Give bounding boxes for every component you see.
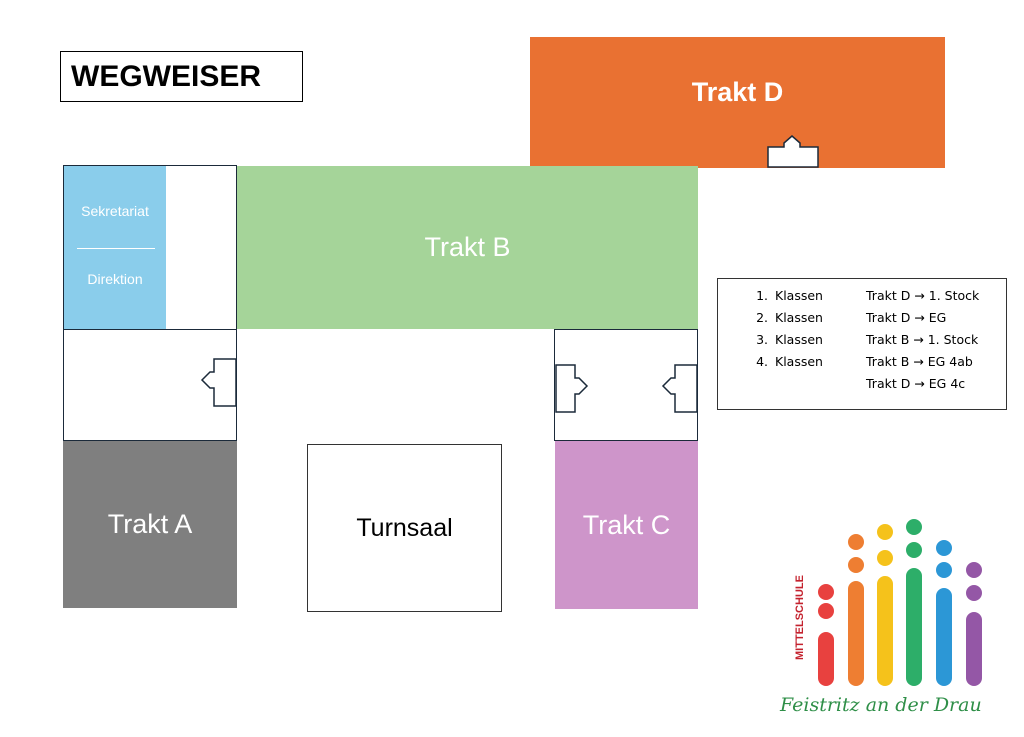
logo-dot — [936, 540, 952, 556]
sekretariat-label: Sekretariat — [81, 203, 149, 219]
legend-number: 2. — [756, 310, 768, 325]
trakt-c-block: Trakt C — [555, 441, 698, 609]
entrance-arrow-left-icon — [661, 364, 698, 413]
legend-row: 3. Klassen Trakt B → 1. Stock — [718, 329, 1006, 351]
legend-number: 1. — [756, 288, 768, 303]
legend-row: 1. Klassen Trakt D → 1. Stock — [718, 285, 1006, 307]
logo-bar — [848, 581, 864, 686]
turnsaal-block: Turnsaal — [307, 444, 502, 612]
direktion-label: Direktion — [87, 271, 143, 287]
admin-block: Sekretariat Direktion — [63, 165, 237, 330]
trakt-b-block: Trakt B — [237, 166, 698, 329]
legend-row: 4. Klassen Trakt B → EG 4ab — [718, 351, 1006, 373]
trakt-a-label: Trakt A — [107, 509, 193, 539]
logo-dot — [966, 585, 982, 601]
legend-destination: Trakt D → EG — [866, 310, 947, 325]
logo-dot — [848, 534, 864, 550]
legend-row: 2. Klassen Trakt D → EG — [718, 307, 1006, 329]
legend-label: Klassen — [775, 288, 823, 303]
logo-script-text: Feistritz an der Drau — [780, 694, 982, 716]
logo-dot — [877, 550, 893, 566]
logo-bar — [877, 576, 893, 686]
corridor-c — [554, 329, 698, 441]
trakt-c-label: Trakt C — [582, 509, 671, 540]
legend-number: 3. — [756, 332, 768, 347]
logo-bars-icon — [818, 519, 982, 686]
legend-destination: Trakt B → 1. Stock — [866, 332, 979, 347]
logo-bar — [906, 568, 922, 686]
entrance-arrow-left-icon — [200, 358, 237, 407]
page-title: WEGWEISER — [60, 51, 303, 102]
legend-row: Trakt D → EG 4c — [718, 373, 1006, 395]
entrance-arrow-up-icon — [767, 135, 819, 168]
logo-dot — [906, 519, 922, 535]
logo-dot — [818, 603, 834, 619]
turnsaal-label: Turnsaal — [356, 513, 453, 542]
logo-dot — [936, 562, 952, 578]
logo-bar — [936, 588, 952, 686]
logo-dot — [818, 584, 834, 600]
legend-label: Klassen — [775, 310, 823, 325]
legend-label: Klassen — [775, 354, 823, 369]
school-logo: MITTELSCHULE Feistritz an der Drau — [780, 518, 1000, 728]
legend-destination: Trakt B → EG 4ab — [866, 354, 973, 369]
sekretariat-direktion-area: Sekretariat Direktion — [64, 166, 166, 329]
legend-number: 4. — [756, 354, 768, 369]
logo-dot — [906, 542, 922, 558]
legend-label: Klassen — [775, 332, 823, 347]
admin-divider — [77, 248, 155, 249]
logo-dot — [966, 562, 982, 578]
trakt-b-label: Trakt B — [424, 232, 511, 262]
logo-bar — [818, 632, 834, 686]
logo-bar — [966, 612, 982, 686]
trakt-a-block: Trakt A — [63, 441, 237, 608]
logo-dot — [848, 557, 864, 573]
corridor-a — [63, 329, 237, 441]
legend-box: 1. Klassen Trakt D → 1. Stock 2. Klassen… — [717, 278, 1007, 410]
entrance-arrow-right-icon — [555, 364, 589, 413]
legend-destination: Trakt D → EG 4c — [866, 376, 966, 391]
trakt-d-label: Trakt D — [691, 77, 784, 107]
legend-destination: Trakt D → 1. Stock — [866, 288, 980, 303]
logo-dot — [877, 524, 893, 540]
trakt-d-block: Trakt D — [530, 37, 945, 168]
